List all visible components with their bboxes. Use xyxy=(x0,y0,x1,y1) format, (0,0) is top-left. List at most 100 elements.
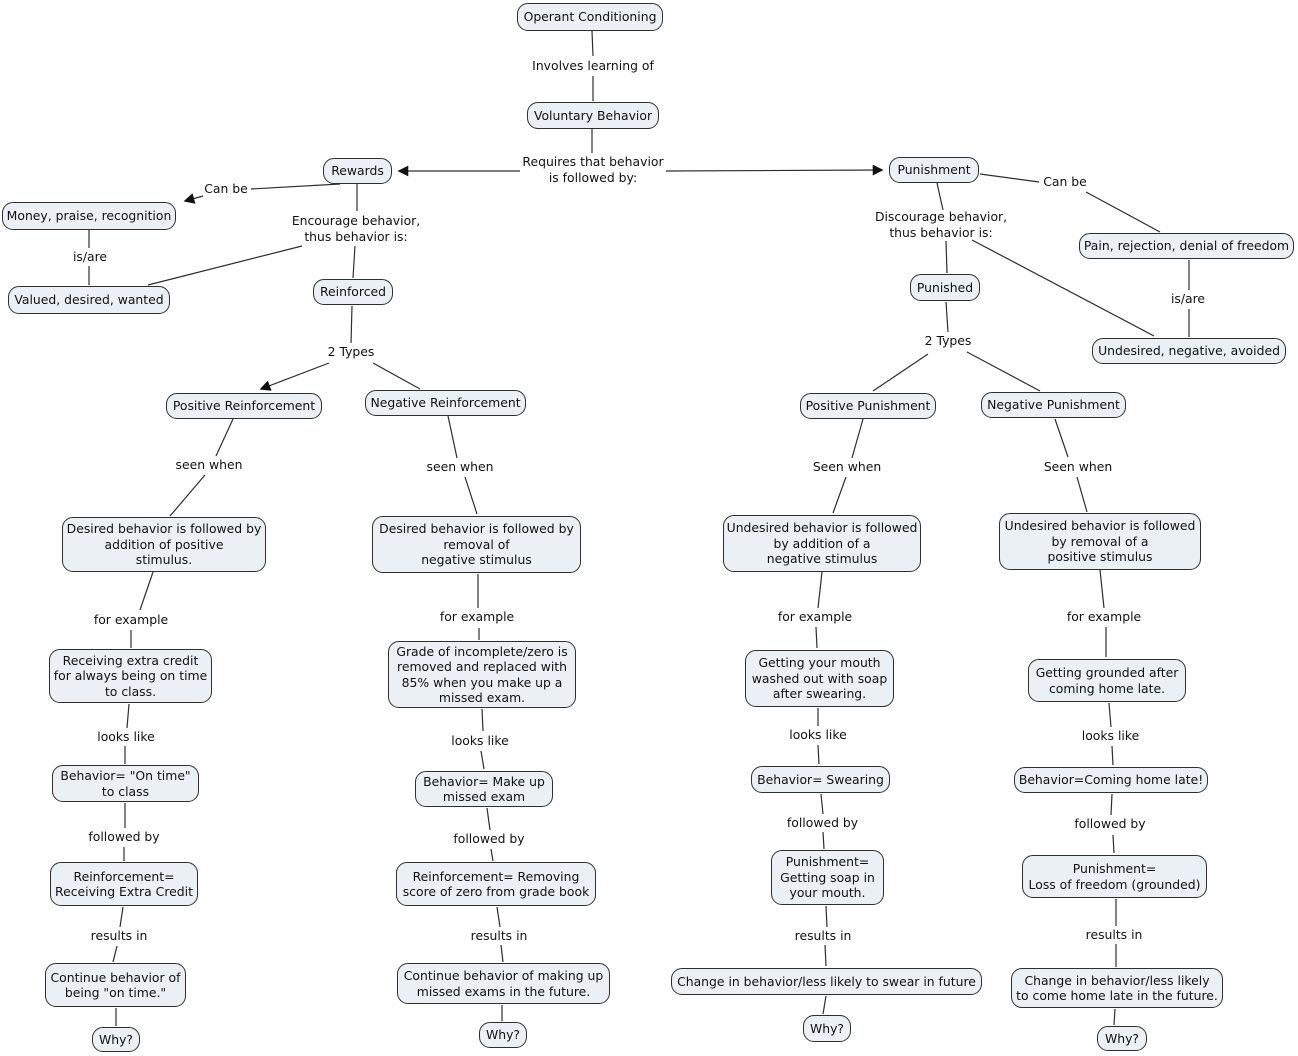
connector-line xyxy=(1112,834,1115,854)
connector-line xyxy=(1113,1008,1116,1026)
connector-line xyxy=(119,906,124,928)
connector-line xyxy=(815,626,818,649)
connector-line xyxy=(872,353,929,392)
connector-line xyxy=(945,240,948,274)
connector-line xyxy=(169,474,206,517)
node-pp-definition: Undesired behavior is followed by additi… xyxy=(723,515,921,572)
node-positive-reinforcement: Positive Reinforcement xyxy=(166,393,322,419)
connector-line xyxy=(822,995,827,1015)
connector-line xyxy=(215,418,234,457)
node-nr-definition: Desired behavior is followed by removal … xyxy=(372,516,581,573)
connector-line xyxy=(352,245,356,279)
connector-line xyxy=(490,848,494,862)
link-label-encourage-behavior: Encourage behavior, thus behavior is: xyxy=(291,213,421,244)
connector-line xyxy=(350,305,353,344)
link-label-can-be-right: Can be xyxy=(1043,174,1087,190)
connector-arrow xyxy=(665,164,884,176)
connector-arrow xyxy=(183,193,204,204)
link-label-can-be-left: Can be xyxy=(204,181,248,197)
connector-line xyxy=(966,351,1041,392)
link-label-looks-like-pr: looks like xyxy=(97,729,155,745)
node-positive-punishment: Positive Punishment xyxy=(800,393,936,419)
link-label-seen-when-pp: Seen when xyxy=(812,459,882,475)
connector-line xyxy=(832,476,847,514)
connector-line xyxy=(817,571,823,609)
connector-line xyxy=(112,945,118,963)
link-label-followed-by-nr: followed by xyxy=(453,831,525,847)
connector-line xyxy=(979,173,1040,183)
connector-line xyxy=(480,750,485,770)
connector-line xyxy=(1110,793,1113,816)
connector-line xyxy=(496,906,501,928)
connector-line xyxy=(372,362,421,390)
node-pr-why: Why? xyxy=(92,1027,140,1052)
node-pain-rejection-denial: Pain, rejection, denial of freedom xyxy=(1079,233,1294,259)
node-nr-result: Continue behavior of making up missed ex… xyxy=(397,963,610,1004)
connector-line xyxy=(1099,569,1105,609)
connector-line xyxy=(1076,476,1088,513)
connector-line xyxy=(820,793,824,815)
link-label-results-in-pr: results in xyxy=(90,928,148,944)
node-np-example: Getting grounded after coming home late. xyxy=(1028,659,1186,702)
connector-line xyxy=(250,183,341,190)
connector-line xyxy=(139,571,154,611)
link-label-two-types-right: 2 Types xyxy=(924,333,972,349)
link-label-is-are-left: is/are xyxy=(72,249,108,265)
connector-line xyxy=(971,239,1155,337)
connector-line xyxy=(822,831,825,850)
connector-line xyxy=(945,301,949,333)
node-pp-behavior: Behavior= Swearing xyxy=(751,766,890,793)
link-label-for-example-pr: for example xyxy=(93,612,169,628)
link-label-for-example-np: for example xyxy=(1066,609,1142,625)
link-label-seen-when-nr: seen when xyxy=(426,459,494,475)
node-pr-behavior: Behavior= "On time" to class xyxy=(52,765,199,802)
connector-line xyxy=(851,418,864,459)
link-label-requires-behavior: Requires that behavior is followed by: xyxy=(522,154,664,185)
node-pp-why: Why? xyxy=(803,1015,851,1042)
node-nr-example: Grade of incomplete/zero is removed and … xyxy=(388,641,576,708)
link-label-discourage-behavior: Discourage behavior, thus behavior is: xyxy=(874,209,1008,240)
link-label-for-example-pp: for example xyxy=(777,609,853,625)
node-pr-example: Receiving extra credit for always being … xyxy=(49,649,212,703)
connector-line xyxy=(126,703,130,729)
link-label-for-example-nr: for example xyxy=(439,609,515,625)
connector-line xyxy=(1108,702,1112,728)
node-negative-punishment: Negative Punishment xyxy=(981,392,1126,418)
connector-line xyxy=(147,245,303,286)
connector-line xyxy=(824,944,827,967)
node-money-praise-recognition: Money, praise, recognition xyxy=(2,202,176,230)
node-punishment: Punishment xyxy=(889,157,979,183)
link-label-followed-by-np: followed by xyxy=(1074,816,1146,832)
node-nr-behavior: Behavior= Make up missed exam xyxy=(415,771,553,807)
node-voluntary-behavior: Voluntary Behavior xyxy=(527,102,659,129)
node-np-behavior: Behavior=Coming home late! xyxy=(1014,767,1208,793)
node-rewards: Rewards xyxy=(323,158,392,184)
node-negative-reinforcement: Negative Reinforcement xyxy=(365,390,526,416)
node-valued-desired-wanted: Valued, desired, wanted xyxy=(8,286,170,314)
node-reinforced: Reinforced xyxy=(313,279,393,305)
link-label-involves-learning-of: Involves learning of xyxy=(532,58,654,74)
link-label-two-types-left: 2 Types xyxy=(327,344,375,360)
connector-line xyxy=(500,944,504,963)
node-pp-consequence: Punishment= Getting soap in your mouth. xyxy=(771,850,884,905)
node-pr-definition: Desired behavior is followed by addition… xyxy=(62,517,266,572)
link-label-followed-by-pr: followed by xyxy=(88,829,160,845)
link-label-results-in-np: results in xyxy=(1085,927,1143,943)
connector-line xyxy=(1085,191,1161,233)
node-nr-consequence: Reinforcement= Removing score of zero fr… xyxy=(396,862,596,906)
connector-line xyxy=(481,708,484,732)
connector-line xyxy=(1054,418,1069,458)
connector-line xyxy=(1111,745,1114,766)
connector-line xyxy=(825,905,828,928)
connector-line xyxy=(591,30,594,57)
node-undesired-negative-avoided: Undesired, negative, avoided xyxy=(1092,338,1286,364)
link-label-seen-when-np: Seen when xyxy=(1043,459,1113,475)
node-np-definition: Undesired behavior is followed by remova… xyxy=(999,513,1201,570)
node-pr-consequence: Reinforcement= Receiving Extra Credit xyxy=(50,862,198,906)
link-label-results-in-pp: results in xyxy=(794,928,852,944)
node-operant-conditioning: Operant Conditioning xyxy=(517,3,663,31)
node-np-why: Why? xyxy=(1097,1026,1147,1051)
connector-arrow xyxy=(259,362,330,391)
